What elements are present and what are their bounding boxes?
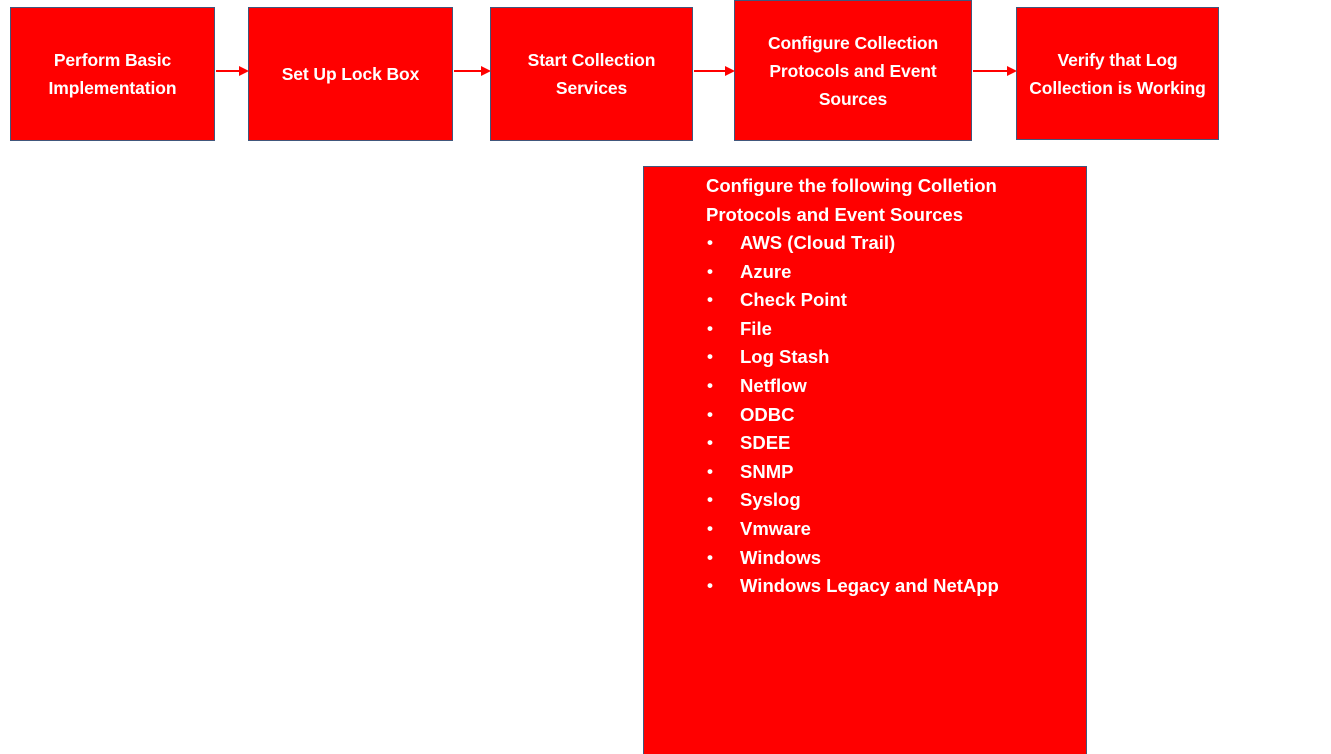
arrow-right-icon	[694, 64, 735, 78]
arrow-right-icon	[454, 64, 491, 78]
list-item-label: Windows	[740, 546, 822, 568]
process-step-label: Perform Basic Implementation	[48, 50, 177, 98]
arrow-right-icon	[216, 64, 249, 78]
bullet-icon: •	[707, 518, 713, 538]
list-item-label: Windows Legacy and NetApp	[740, 575, 999, 597]
list-item: • ODBC	[704, 401, 1084, 430]
process-step-start-collection-services[interactable]: Start Collection Services	[490, 7, 693, 141]
bullet-icon: •	[707, 461, 713, 481]
process-step-label: Start Collection Services	[527, 50, 656, 98]
list-item: • Check Point	[704, 286, 1084, 315]
list-item-label: SDEE	[740, 432, 791, 454]
list-item: • SNMP	[704, 458, 1084, 487]
bullet-icon: •	[707, 576, 713, 596]
process-step-label: Set Up Lock Box	[281, 64, 420, 84]
list-item-label: AWS (Cloud Trail)	[740, 232, 896, 253]
bullet-icon: •	[707, 261, 713, 281]
list-item: • File	[704, 315, 1084, 344]
list-item-label: Syslog	[740, 489, 801, 511]
collection-protocols-list: • AWS (Cloud Trail) • Azure • Check Point •…	[704, 229, 1084, 601]
list-item: • Windows	[704, 544, 1084, 573]
list-item: • Syslog	[704, 486, 1084, 515]
bullet-icon: •	[707, 318, 713, 338]
list-item: • SDEE	[704, 429, 1084, 458]
process-step-configure-collection-protocols[interactable]: Configure Collection Protocols and Event…	[734, 0, 972, 141]
bullet-icon: •	[707, 233, 713, 252]
list-item-label: ODBC	[740, 403, 795, 425]
list-item-label: File	[740, 317, 772, 339]
list-item-label: Check Point	[740, 289, 847, 311]
bullet-icon: •	[707, 490, 713, 510]
list-item: • Windows Legacy and NetApp	[704, 572, 1084, 601]
list-item-label: SNMP	[740, 460, 794, 482]
list-item: • Netflow	[704, 372, 1084, 401]
list-item: • Vmware	[704, 515, 1084, 544]
bullet-icon: •	[707, 375, 713, 395]
list-item: • Log Stash	[704, 343, 1084, 372]
bullet-icon: •	[707, 433, 713, 453]
bullet-icon: •	[707, 404, 713, 424]
bullet-icon: •	[707, 347, 713, 367]
bullet-icon: •	[707, 290, 713, 310]
list-item: • AWS (Cloud Trail)	[704, 229, 1084, 258]
bullet-icon: •	[707, 547, 713, 567]
process-step-verify-log-collection[interactable]: Verify that Log Collection is Working	[1016, 7, 1219, 140]
list-item-label: Vmware	[740, 517, 811, 539]
list-item-label: Netflow	[740, 374, 807, 396]
process-step-label: Configure Collection Protocols and Event…	[767, 32, 939, 109]
collection-protocols-callout-panel: Configure the following Colletion Protoc…	[643, 166, 1087, 754]
arrow-right-icon	[973, 64, 1017, 78]
process-step-set-up-lock-box[interactable]: Set Up Lock Box	[248, 7, 453, 141]
callout-heading: Configure the following Colletion Protoc…	[706, 175, 997, 225]
list-item-label: Log Stash	[740, 346, 830, 368]
process-step-perform-basic-implementation[interactable]: Perform Basic Implementation	[10, 7, 215, 141]
list-item: • Azure	[704, 258, 1084, 287]
list-item-label: Azure	[740, 260, 792, 282]
process-step-label: Verify that Log Collection is Working	[1029, 49, 1206, 98]
